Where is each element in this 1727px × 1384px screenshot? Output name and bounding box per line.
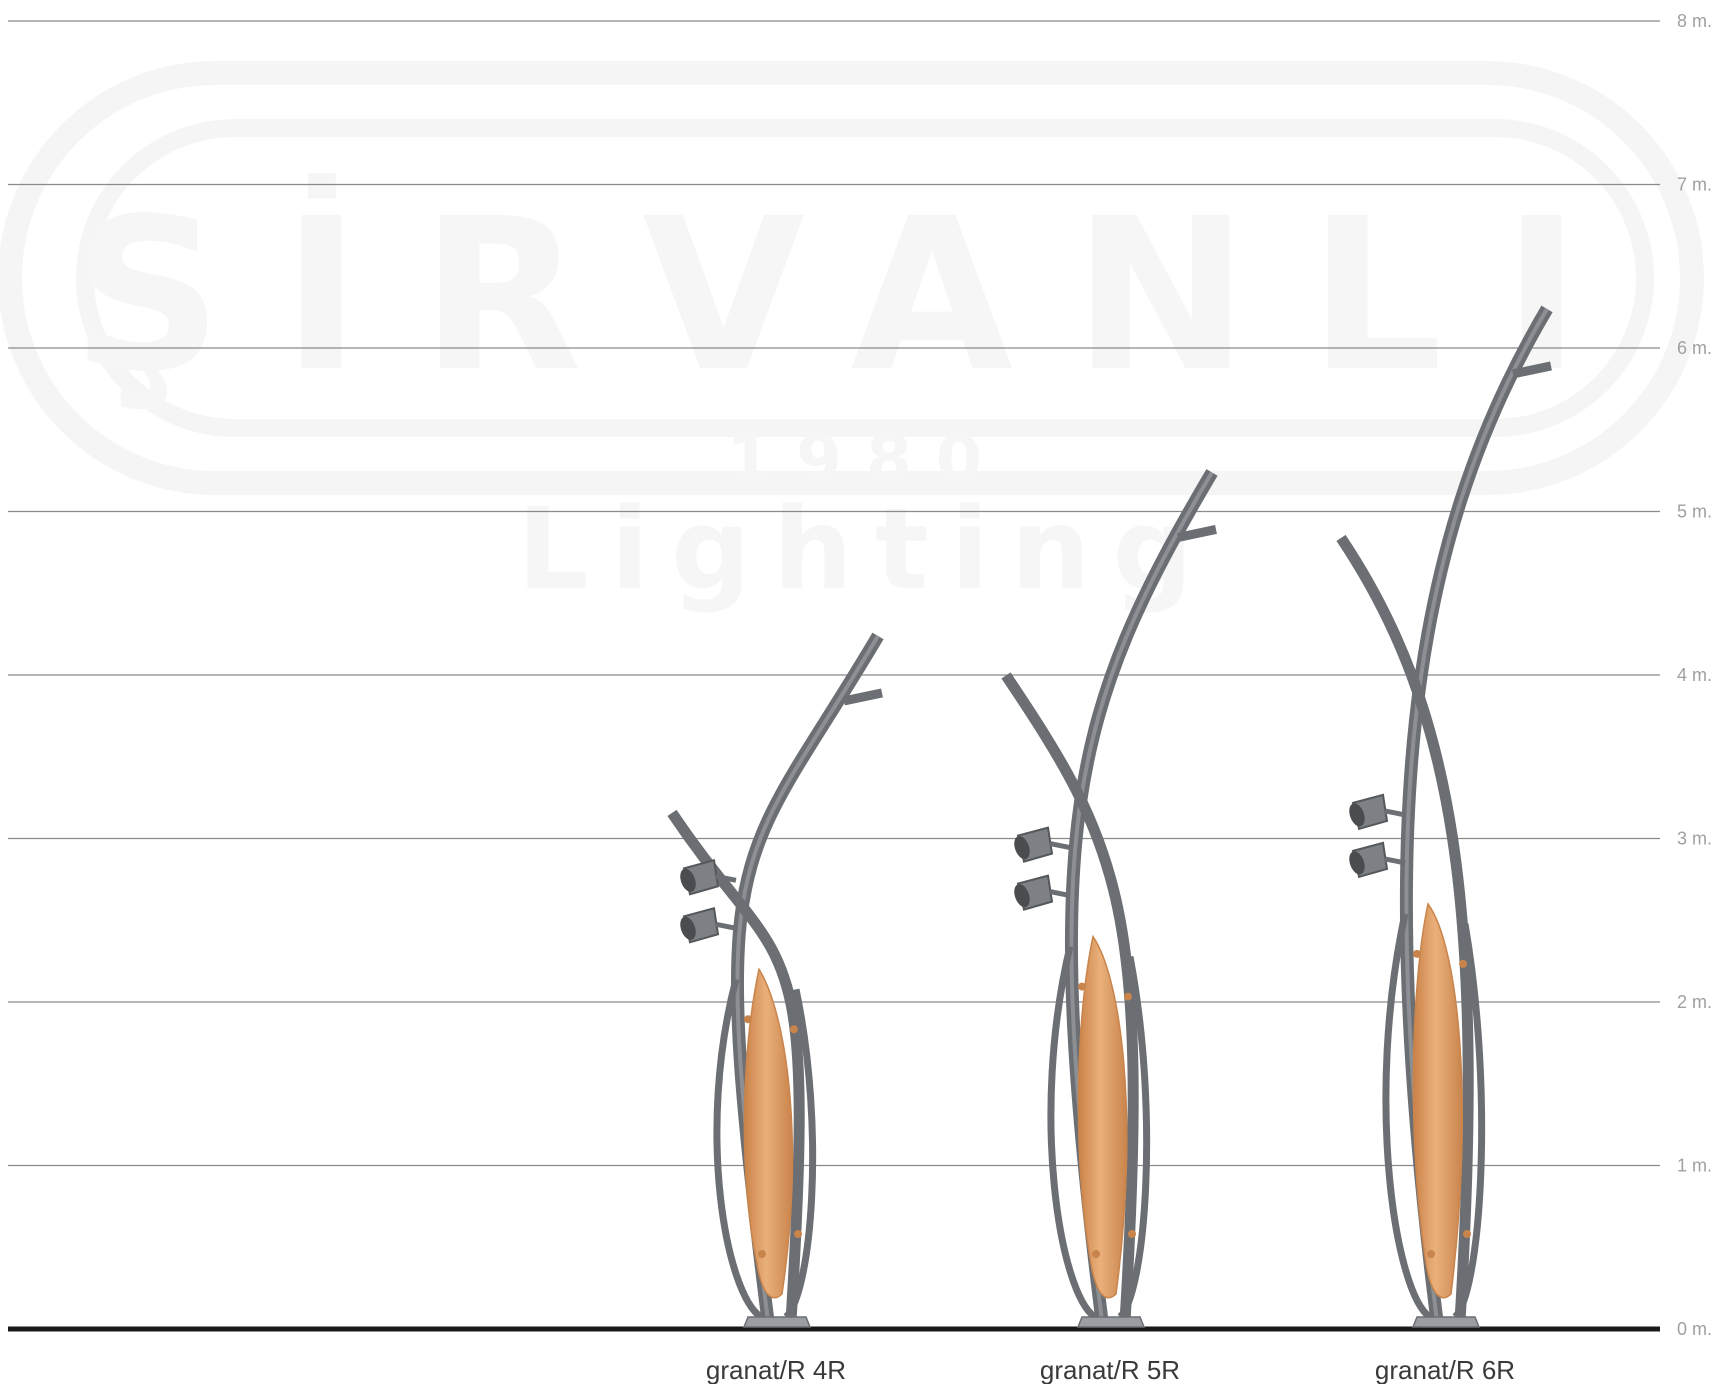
pole-base-plate — [742, 1316, 812, 1328]
pole-top-arm — [1177, 525, 1217, 542]
pole-base-plate — [1076, 1316, 1146, 1328]
panel-clip — [1124, 992, 1132, 1001]
spot-light-lens — [680, 868, 696, 892]
spot-light-bracket — [715, 921, 737, 931]
model-label-4r: granat/R 4R — [706, 1355, 846, 1384]
panel-frame — [713, 978, 817, 1320]
pole-base-plate — [1411, 1316, 1481, 1328]
panel-clip — [794, 1230, 802, 1238]
pole-6r — [1336, 305, 1553, 1328]
watermark-year: 1980 — [726, 421, 1006, 498]
watermark-outer-frame — [0, 61, 1704, 495]
spot-light-bracket — [1384, 808, 1406, 818]
wood-panel — [743, 967, 794, 1299]
pole-top-arm — [843, 688, 883, 706]
scale-label: 8 m. — [1677, 11, 1712, 31]
scale-label: 1 m. — [1677, 1156, 1712, 1176]
watermark-tagline: Lighting — [517, 485, 1215, 615]
model-label-5r: granat/R 5R — [1040, 1355, 1180, 1384]
panel-clip — [758, 1250, 766, 1258]
panel-clip — [1463, 1230, 1471, 1238]
panel-clip — [1413, 949, 1421, 958]
spot-light-bracket — [715, 873, 737, 883]
panel-clip — [1459, 959, 1467, 968]
panel-clip — [790, 1025, 798, 1034]
pole-5r — [1001, 469, 1218, 1328]
panel-clip — [1128, 1230, 1136, 1238]
model-label-6r: granat/R 6R — [1375, 1355, 1515, 1384]
spot-light-lens — [1014, 884, 1030, 908]
spot-light-lens — [680, 916, 696, 940]
brand-watermark: ŞİRVANLI 1980 Lighting — [0, 61, 1704, 615]
scale-label: 4 m. — [1677, 665, 1712, 685]
scale-label: 2 m. — [1677, 992, 1712, 1012]
scale-label: 5 m. — [1677, 502, 1712, 522]
panel-clip — [1078, 982, 1086, 991]
spot-light-bracket — [1384, 856, 1406, 866]
wood-panel — [1077, 934, 1128, 1299]
pole-secondary-arm — [1336, 534, 1474, 1322]
panel-frame — [1382, 913, 1486, 1320]
height-scale: 0 m. 1 m. 2 m. 3 m. 4 m. 5 m. 6 m. 7 m. 8 m. — [8, 11, 1712, 1339]
panel-clip — [1427, 1250, 1435, 1258]
pole-group — [667, 305, 1553, 1328]
spot-light-bracket — [1049, 889, 1071, 899]
spot-light-lens — [1349, 851, 1365, 875]
panel-frame — [1047, 945, 1151, 1320]
spot-light-bracket — [1049, 841, 1071, 851]
watermark-brand: ŞİRVANLI — [71, 172, 1641, 418]
spot-light-lens — [1014, 836, 1030, 860]
panel-clip — [1092, 1250, 1100, 1258]
pole-secondary-arm — [1001, 672, 1139, 1322]
pole-4r — [667, 632, 884, 1328]
panel-clip — [744, 1015, 752, 1024]
scale-label: 3 m. — [1677, 829, 1712, 849]
spot-light-lens — [1349, 803, 1365, 827]
wood-panel — [1412, 902, 1464, 1299]
scale-label: 6 m. — [1677, 338, 1712, 358]
watermark-inner-frame — [76, 119, 1654, 437]
scale-label: 0 m. — [1677, 1319, 1712, 1339]
scale-label: 7 m. — [1677, 175, 1712, 195]
pole-top-arm — [1512, 361, 1552, 379]
